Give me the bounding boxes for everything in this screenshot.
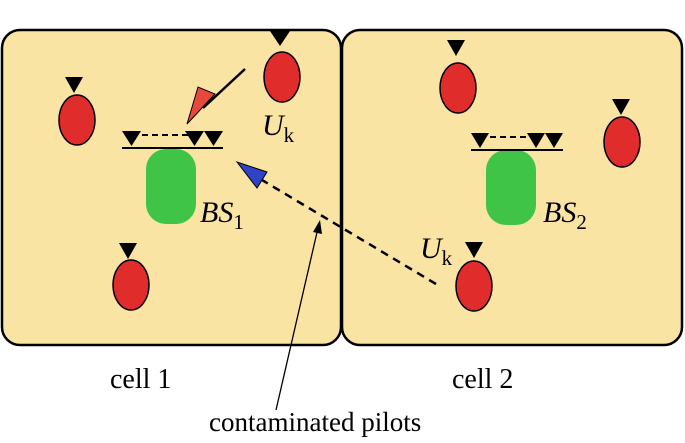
base-station-icon <box>486 150 536 225</box>
contaminated-pilots-caption: contaminated pilots <box>209 407 421 437</box>
user-k-label-cell-1: Uk <box>262 109 295 147</box>
user-terminal-icon <box>603 99 641 168</box>
user-k-label-cell-2: Uk <box>420 232 453 270</box>
cell-1-label: cell 1 <box>110 364 171 395</box>
base-station-icon <box>146 149 196 224</box>
desired-pilot-arrow <box>186 68 246 125</box>
base-station-2-label: BS2 <box>543 196 587 234</box>
contaminated-pilot-arrow <box>235 161 437 286</box>
annotation-pointer-arrow <box>275 220 322 411</box>
user-terminal-icon <box>439 40 477 114</box>
user-terminal-icon <box>263 31 301 103</box>
antenna-array-icon <box>122 131 223 149</box>
user-terminal-icon <box>112 243 150 311</box>
base-station-1 <box>122 131 223 224</box>
cell-2-label: cell 2 <box>452 364 513 395</box>
user-terminal-icon <box>455 242 493 312</box>
base-station-1-label: BS1 <box>200 196 244 234</box>
user-terminal-icon <box>58 77 96 146</box>
base-station-2 <box>471 133 563 225</box>
antenna-array-icon <box>471 133 563 151</box>
